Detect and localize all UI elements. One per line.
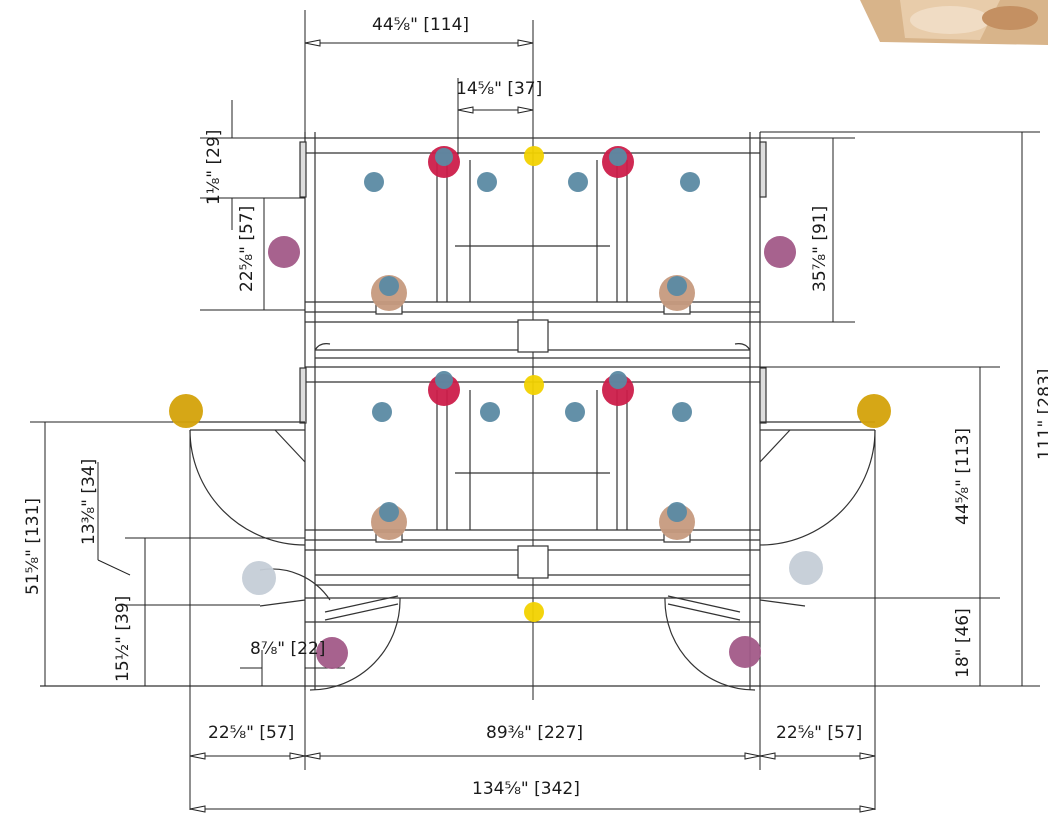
nipple-marker [435, 371, 453, 389]
nipple-marker [379, 276, 399, 296]
dim-lower-step: 15½" [39] [113, 596, 133, 682]
nipple-marker [680, 172, 700, 192]
dimension-labels: 44⅝" [114] 14⅝" [37] 1⅛" [29] 22⅝" [57] … [23, 15, 1048, 799]
dim-tier-height-lower: 44⅝" [113] [953, 428, 973, 525]
nipple-marker [477, 172, 497, 192]
dim-left-platform: 22⅝" [57] [208, 723, 294, 743]
gold-marker [169, 394, 203, 428]
gold-marker [857, 394, 891, 428]
egg-marker [524, 146, 544, 166]
dim-side-height: 51⅝" [131] [23, 498, 43, 595]
nipple-marker [609, 148, 627, 166]
grey-marker [242, 561, 276, 595]
dim-right-platform: 22⅝" [57] [776, 723, 862, 743]
nipple-marker [667, 502, 687, 522]
nipple-marker [667, 276, 687, 296]
dim-upper-drinker-height: 22⅝" [57] [237, 206, 257, 292]
perch-marker [268, 236, 300, 268]
dim-small-offset: 8⅞" [22] [250, 639, 325, 659]
nipple-marker [364, 172, 384, 192]
grey-marker [789, 551, 823, 585]
nipple-marker [435, 148, 453, 166]
equipment-markers [169, 146, 891, 669]
egg-marker [524, 375, 544, 395]
egg-marker [524, 602, 544, 622]
perch-marker [729, 636, 761, 668]
dim-divider-spacing: 14⅝" [37] [456, 79, 542, 99]
dim-top-clearance: 1⅛" [29] [204, 130, 224, 205]
perch-marker [764, 236, 796, 268]
dim-top-width: 44⅝" [114] [372, 15, 469, 35]
dim-tier-height-upper: 35⅞" [91] [810, 206, 830, 292]
perch-marker [316, 637, 348, 669]
dimension-lines [30, 10, 1040, 813]
dim-center-width: 89⅜" [227] [486, 723, 583, 743]
nipple-marker [372, 402, 392, 422]
dim-step-height: 13⅜" [34] [79, 459, 99, 545]
nipple-marker [379, 502, 399, 522]
nipple-marker [480, 402, 500, 422]
nipple-marker [672, 402, 692, 422]
dim-total-height: 111" [283] [1035, 369, 1048, 460]
nipple-marker [609, 371, 627, 389]
dim-overall-width: 134⅝" [342] [472, 779, 580, 799]
poultry-photo-icon [860, 0, 1048, 45]
dim-floor-clearance: 18" [46] [953, 608, 973, 678]
nipple-marker [565, 402, 585, 422]
nipple-marker [568, 172, 588, 192]
